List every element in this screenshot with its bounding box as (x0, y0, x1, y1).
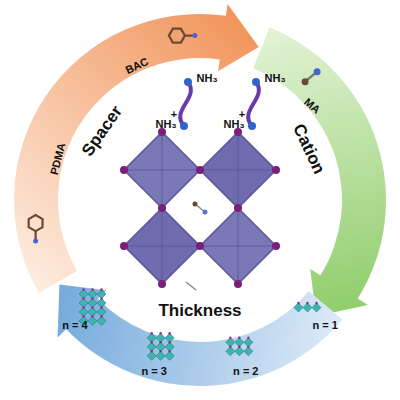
group-label: NH₃ (265, 73, 286, 84)
spacer-chains (180, 82, 259, 126)
group-label: NH₃ (197, 73, 218, 84)
perovskite-lattice (120, 128, 280, 290)
layer-number: n = 4 (62, 320, 87, 331)
layer-number: n = 3 (142, 365, 167, 376)
group-label: NH₃ (156, 119, 177, 130)
layer-number: n = 2 (233, 365, 258, 376)
thickness-arrow (58, 284, 343, 386)
molecules (29, 29, 321, 244)
thickness-label: Thickness (158, 302, 241, 319)
nitrogen-dots (180, 78, 260, 130)
group-label: NH₃ (224, 119, 245, 130)
layer-icons (79, 288, 321, 360)
cation-label: Cation (290, 122, 328, 177)
cation-arrow (253, 28, 386, 316)
layer-number: n = 1 (312, 320, 337, 331)
